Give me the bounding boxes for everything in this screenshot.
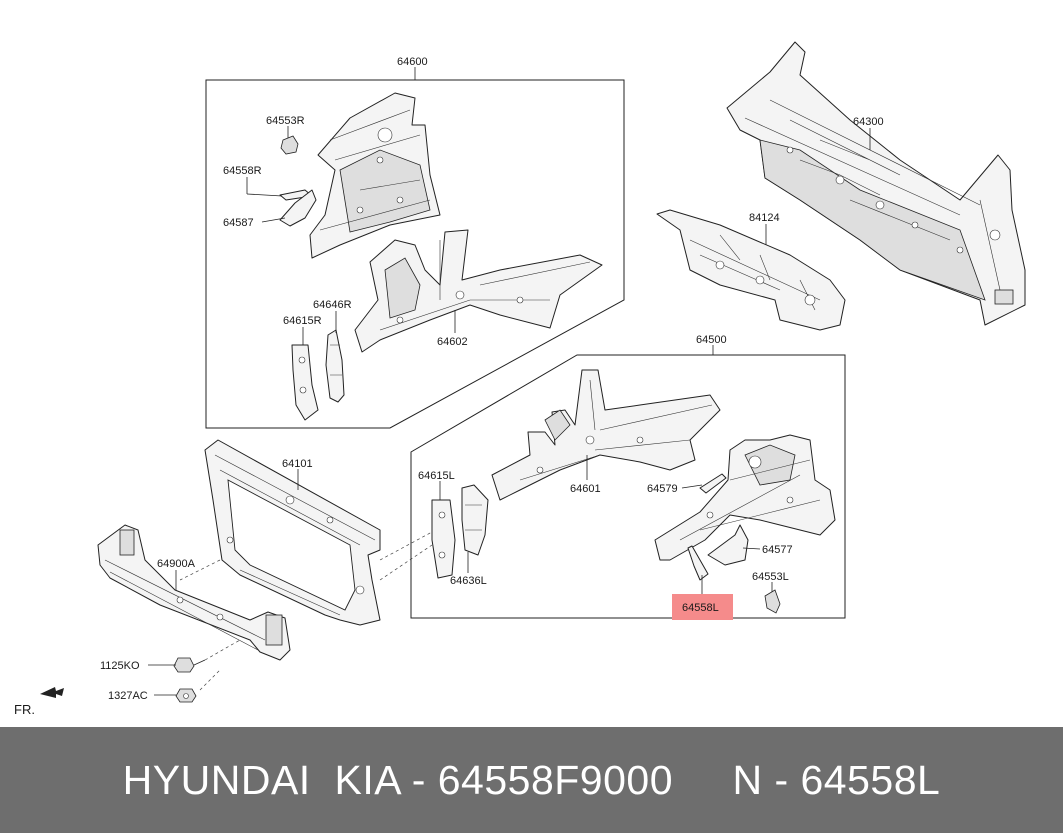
footer-banner: HYUNDAI KIA - 64558F9000 N - 64558L [0,727,1063,833]
label-1327AC: 1327AC [108,690,148,702]
part-64101-radiator-support [204,439,381,626]
part-64300-dash-panel [726,41,1026,326]
part-64577-gusset [707,524,749,566]
part-64900A-bumper-beam [97,524,291,661]
parts-diagram: 64600 64553R 64558R 64587 64646R 64615R … [14,41,1026,717]
part-number-text: HYUNDAI KIA - 64558F9000 N - 64558L [122,756,941,803]
label-64300: 64300 [853,116,884,128]
highlight-64558L [672,594,733,620]
assembly-line-1 [179,531,433,691]
label-64558L: 64558L [682,602,719,614]
label-64602: 64602 [437,336,468,348]
part-64553R-grommet [280,135,299,155]
part-64553L-grommet [764,589,781,614]
label-64553R: 64553R [266,115,305,127]
group-box-64500 [410,354,846,619]
part-64587-gusset [279,189,317,227]
part-64636L-bracket [461,484,489,556]
group-box-64600 [205,79,625,429]
part-64601-side-member-lh [491,369,721,501]
label-64101: 64101 [282,458,313,470]
part-64600-apron-upper [309,92,441,259]
label-84124: 84124 [749,212,780,224]
part-1327AC-nut [175,688,197,703]
label-64615R: 64615R [283,315,322,327]
label-64500: 64500 [696,334,727,346]
label-64577: 64577 [762,544,793,556]
label-64558R: 64558R [223,165,262,177]
part-64602-side-member-rh [354,229,603,353]
label-64601: 64601 [570,483,601,495]
part-64615L-bracket [431,499,456,579]
label-64553L: 64553L [752,571,789,583]
label-64900A: 64900A [157,558,196,570]
label-64587: 64587 [223,217,254,229]
label-64600: 64600 [397,56,428,68]
part-64558L-reinforcement [687,545,709,581]
label-1125KO: 1125KO [100,660,140,672]
part-64646R-bracket [325,329,345,403]
part-1125KO-bolt [173,657,206,673]
label-64579: 64579 [647,483,678,495]
leader-lines [148,67,871,696]
part-84124-insulator-pad [656,209,846,331]
label-64636L: 64636L [450,575,487,587]
front-arrow-icon [40,687,64,698]
part-64579-strip [699,473,727,494]
label-fr: FR. [14,702,35,717]
part-64500-apron-lh [654,434,836,561]
label-64615L: 64615L [418,470,455,482]
label-64646R: 64646R [313,299,352,311]
part-64615R-bracket [291,344,319,421]
